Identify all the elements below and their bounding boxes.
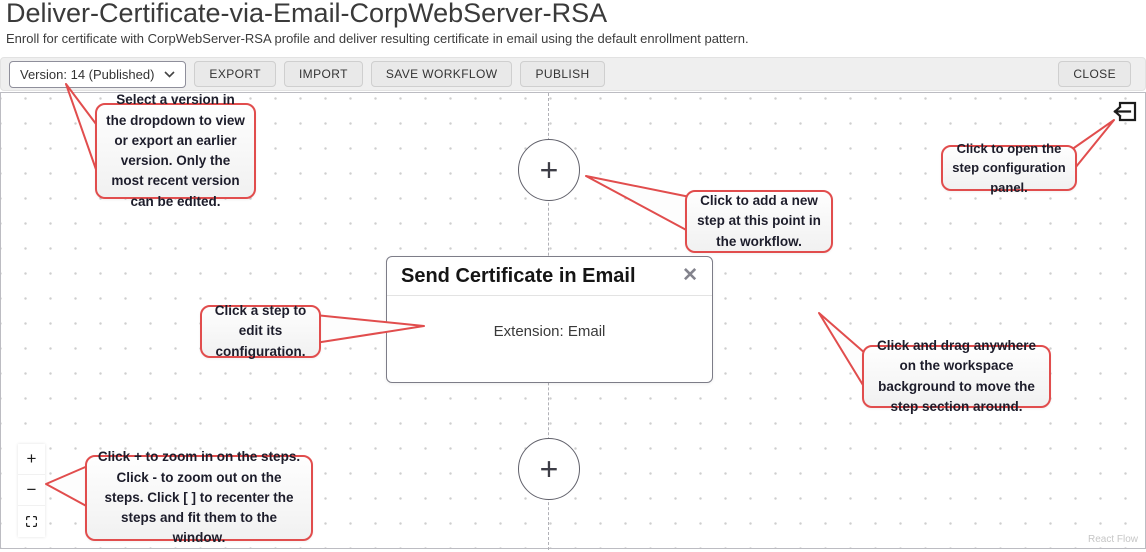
callout-drag-workspace: Click and drag anywhere on the workspace…: [862, 338, 1051, 414]
page-title: Deliver-Certificate-via-Email-CorpWebSer…: [6, 0, 608, 28]
zoom-out-button[interactable]: −: [18, 475, 45, 506]
minus-icon: −: [26, 480, 37, 499]
chevron-down-icon: [164, 70, 175, 78]
export-button[interactable]: EXPORT: [194, 61, 276, 87]
step-card-title: Send Certificate in Email: [401, 265, 636, 287]
plus-icon: +: [539, 450, 559, 487]
save-workflow-button[interactable]: SAVE WORKFLOW: [370, 61, 513, 87]
callout-add-step: Click to add a new step at this point in…: [685, 190, 833, 253]
plus-icon: +: [539, 151, 559, 188]
page-subtitle: Enroll for certificate with CorpWebServe…: [6, 31, 749, 46]
callout-zoom-controls: Click + to zoom in on the steps. Click -…: [85, 449, 313, 545]
callout-text: Select a version in the dropdown to view…: [106, 92, 245, 209]
version-select-label: Version: 14 (Published): [20, 66, 155, 82]
canvas-zoom-controls: + −: [18, 444, 45, 537]
import-button[interactable]: IMPORT: [283, 61, 363, 87]
open-config-panel-button[interactable]: [1111, 98, 1139, 124]
panel-open-icon: [1111, 99, 1139, 123]
close-icon[interactable]: ✕: [682, 265, 698, 286]
step-card[interactable]: Send Certificate in Email ✕ Extension: E…: [386, 256, 713, 383]
publish-button[interactable]: PUBLISH: [520, 61, 605, 87]
add-step-node-bottom[interactable]: +: [518, 438, 580, 500]
toolbar: Version: 14 (Published) EXPORT IMPORT SA…: [0, 57, 1146, 91]
callout-version-dropdown: Select a version in the dropdown to view…: [95, 92, 256, 209]
callout-text: Click to add a new step at this point in…: [697, 193, 821, 249]
callout-text: Click to open the step configuration pan…: [952, 140, 1066, 195]
callout-text: Click a step to edit its configuration.: [214, 303, 307, 359]
callout-text: Click + to zoom in on the steps. Click -…: [97, 449, 301, 546]
fit-view-icon: [25, 515, 38, 528]
close-button[interactable]: CLOSE: [1058, 61, 1131, 87]
callout-edit-step: Click a step to edit its configuration.: [200, 303, 321, 359]
react-flow-attribution: React Flow: [1087, 534, 1138, 545]
callout-text: Click and drag anywhere on the workspace…: [876, 338, 1037, 414]
version-select[interactable]: Version: 14 (Published): [9, 60, 187, 88]
callout-config-panel: Click to open the step configuration pan…: [941, 141, 1077, 195]
step-card-body: Extension: Email: [493, 323, 606, 340]
plus-icon: +: [26, 449, 37, 468]
add-step-node-top[interactable]: +: [518, 139, 580, 201]
zoom-in-button[interactable]: +: [18, 444, 45, 475]
fit-view-button[interactable]: [18, 506, 45, 537]
step-card-header: Send Certificate in Email ✕: [387, 257, 712, 296]
